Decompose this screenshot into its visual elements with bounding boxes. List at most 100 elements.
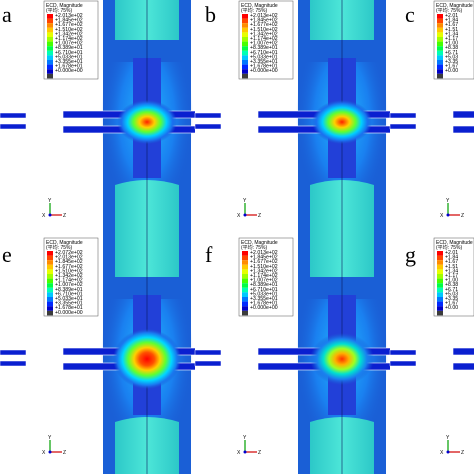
legend-swatch [47,269,53,274]
weld-nugget-contour [117,100,177,144]
legend-value: +1.17 [445,273,458,279]
legend-value: +1.17 [445,36,458,42]
legend-value: +0.000e+00 [250,305,278,311]
legend-swatch [437,73,443,79]
legend-swatch [47,50,53,56]
legend-value: +1.00 [445,41,458,47]
legend-swatch [47,23,53,28]
sheet-stub-lower [0,360,27,367]
legend-swatch [242,251,248,256]
legend-subtitle: (平均: 75%) [46,7,72,14]
sheet-stub-upper [0,112,27,119]
origin-dot [48,213,52,217]
y-axis-label: Y [446,435,450,441]
legend-value: +2.013e+02 [250,250,278,256]
legend-value: +5.03 [445,291,458,297]
contour-legend: ECD, Magnitude(平均: 75%)+2.013e+02+1.845e… [43,0,99,80]
legend-swatch [242,297,248,302]
legend-value: +1.342e+02 [250,31,278,37]
legend-value: +1.677e+02 [55,22,83,28]
legend-swatch [47,64,53,70]
legend-value: +0.000e+00 [55,68,83,74]
legend-swatch [47,251,53,256]
legend-swatch [242,32,248,37]
sheet-stub-upper [0,349,27,356]
y-axis-label: Y [48,198,52,204]
legend-subtitle: (平均: 75%) [436,244,462,251]
legend-swatch [242,283,248,288]
legend-swatch [47,27,53,33]
legend-value: +0.000e+00 [250,68,278,74]
y-axis-label: Y [243,435,247,441]
legend-swatch [242,69,248,74]
axis-triad: XYZ [440,198,464,219]
origin-dot [446,213,450,217]
legend-swatch [47,278,53,284]
legend-swatch [242,292,248,297]
legend-swatch [242,260,248,265]
legend-swatch [242,255,248,261]
legend-swatch [242,41,248,47]
legend-swatch [47,73,53,79]
legend-value: +1.174e+02 [55,278,83,284]
legend-value: +1.007e+02 [55,41,83,47]
legend-swatch [242,274,248,279]
legend-value: +1.67 [445,64,458,70]
legend-value: +5.033e+01 [55,54,83,60]
legend-value: +1.845e+02 [55,259,83,265]
panel-label: a [2,2,12,27]
legend-swatch [242,287,248,293]
legend-swatch [47,18,53,24]
contour-legend: ECD, Magnitude(平均: 75%)+2.072e+02+2.013e… [43,237,99,317]
legend-value: +1.34 [445,268,458,274]
legend-value: +8.389e+01 [55,287,83,293]
x-axis-label: X [440,213,444,219]
legend-value: +3.355e+01 [55,59,83,65]
legend-value: +1.174e+02 [250,36,278,42]
legend-value: +5.033e+01 [250,291,278,297]
z-axis-label: Z [63,450,66,456]
x-axis-label: X [440,450,444,456]
legend-value: +1.678e+01 [55,64,83,70]
legend-value: +1.510e+02 [55,268,83,274]
sheet-stub-upper [389,112,417,119]
weld-nugget-contour [113,329,181,389]
legend-swatch [242,264,248,270]
legend-value: +2.01 [445,250,458,256]
legend-swatch [47,301,53,307]
legend-value: +2.013e+02 [250,13,278,19]
legend-swatch [47,41,53,47]
legend-subtitle: (平均: 75%) [46,244,72,251]
legend-swatch [437,278,443,284]
legend-swatch [437,41,443,47]
legend-value: +6.710e+01 [55,291,83,297]
legend-swatch [47,37,53,42]
legend-swatch [437,50,443,56]
panel-a: a ECD, Magnitude(平均: 75%)+2.013e+02+1.845… [0,0,195,237]
x-axis-label: X [42,450,46,456]
legend-value: +1.678e+01 [250,301,278,307]
legend-swatch [242,60,248,65]
origin-dot [243,213,247,217]
legend-swatch [242,64,248,70]
legend-swatch [437,55,443,60]
legend-value: +1.342e+02 [55,31,83,37]
legend-title: ECD, Magnitude [436,240,473,246]
legend-swatch [47,14,53,19]
legend-value: +1.342e+02 [55,273,83,279]
legend-value: +1.174e+02 [250,273,278,279]
legend-value: +5.03 [445,54,458,60]
legend-swatch [437,283,443,288]
legend-value: +1.678e+01 [55,305,83,311]
weld-nugget-contour [312,100,372,144]
legend-value: +1.510e+02 [250,27,278,33]
fem-contour-a [62,0,195,237]
legend-value: +2.013e+02 [55,255,83,261]
origin-dot [243,450,247,454]
legend-value: +8.38 [445,45,458,51]
legend-value: +1.174e+02 [55,36,83,42]
